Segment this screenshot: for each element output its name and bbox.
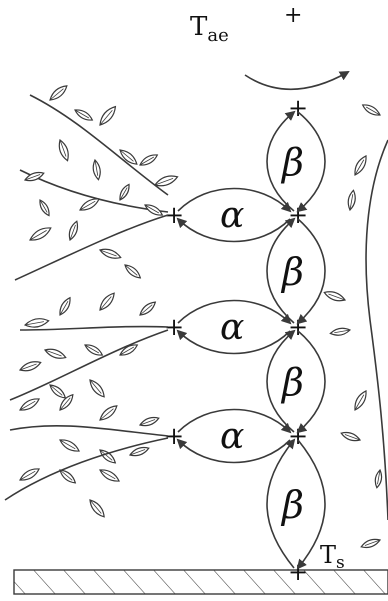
- leaf: [98, 467, 121, 484]
- right-stem: [366, 140, 388, 520]
- leaf: [87, 498, 107, 520]
- leaf: [18, 396, 41, 413]
- leaf: [330, 327, 351, 337]
- leaf: [73, 107, 94, 123]
- leaf: [139, 415, 160, 428]
- ground-surface: [14, 570, 388, 594]
- leaf: [78, 196, 101, 213]
- branch: [15, 215, 168, 280]
- right-plant-edge: [323, 102, 388, 550]
- leaf: [143, 202, 164, 218]
- branch: [10, 426, 168, 436]
- beta-label: β: [280, 361, 304, 405]
- leaf: [48, 83, 70, 103]
- leaf: [138, 300, 158, 318]
- top-flux-arrow: [245, 72, 348, 89]
- leaf: [340, 430, 361, 443]
- leaf: [352, 154, 369, 177]
- leaf: [323, 289, 346, 303]
- canopy-resistance-loops: α α α: [178, 189, 290, 463]
- leaf: [138, 152, 159, 168]
- beta-label: β: [280, 250, 304, 294]
- leaf: [24, 170, 45, 183]
- leaf: [37, 199, 51, 218]
- leaf: [374, 469, 383, 488]
- leaf: [118, 342, 139, 358]
- leaf: [83, 342, 104, 358]
- leaf: [98, 403, 120, 423]
- plant-canopy-illustration: [5, 83, 179, 519]
- surface-temperature-label: Ts: [320, 541, 345, 573]
- leaf: [87, 378, 107, 400]
- leaf: [347, 190, 357, 211]
- leaf: [361, 102, 382, 118]
- leaf: [57, 296, 73, 317]
- top-plus-sign: +: [284, 3, 302, 28]
- alpha-label: α: [220, 416, 244, 457]
- leaf: [97, 291, 117, 313]
- leaf: [117, 183, 131, 202]
- alpha-label: α: [220, 307, 244, 348]
- leaf: [19, 359, 42, 373]
- leaf: [92, 159, 102, 180]
- leaf: [123, 262, 143, 280]
- alpha-label: α: [220, 195, 244, 236]
- leaf: [58, 467, 78, 485]
- leaf: [44, 347, 67, 361]
- branch: [20, 327, 168, 330]
- beta-label: β: [280, 483, 304, 527]
- leaf: [57, 139, 71, 162]
- node-plus-sign: +: [288, 558, 308, 586]
- leaf: [58, 437, 81, 454]
- leaf: [360, 537, 381, 550]
- leaf: [48, 382, 68, 400]
- beta-label: β: [280, 141, 304, 185]
- leaf: [352, 389, 369, 412]
- leaf: [28, 225, 53, 244]
- leaf: [67, 220, 80, 241]
- leaf: [99, 247, 122, 261]
- leaf: [97, 104, 119, 128]
- top-temperature-label: Tae: [190, 12, 229, 46]
- branch: [30, 95, 168, 195]
- leaf: [24, 317, 49, 329]
- leaf: [98, 447, 118, 465]
